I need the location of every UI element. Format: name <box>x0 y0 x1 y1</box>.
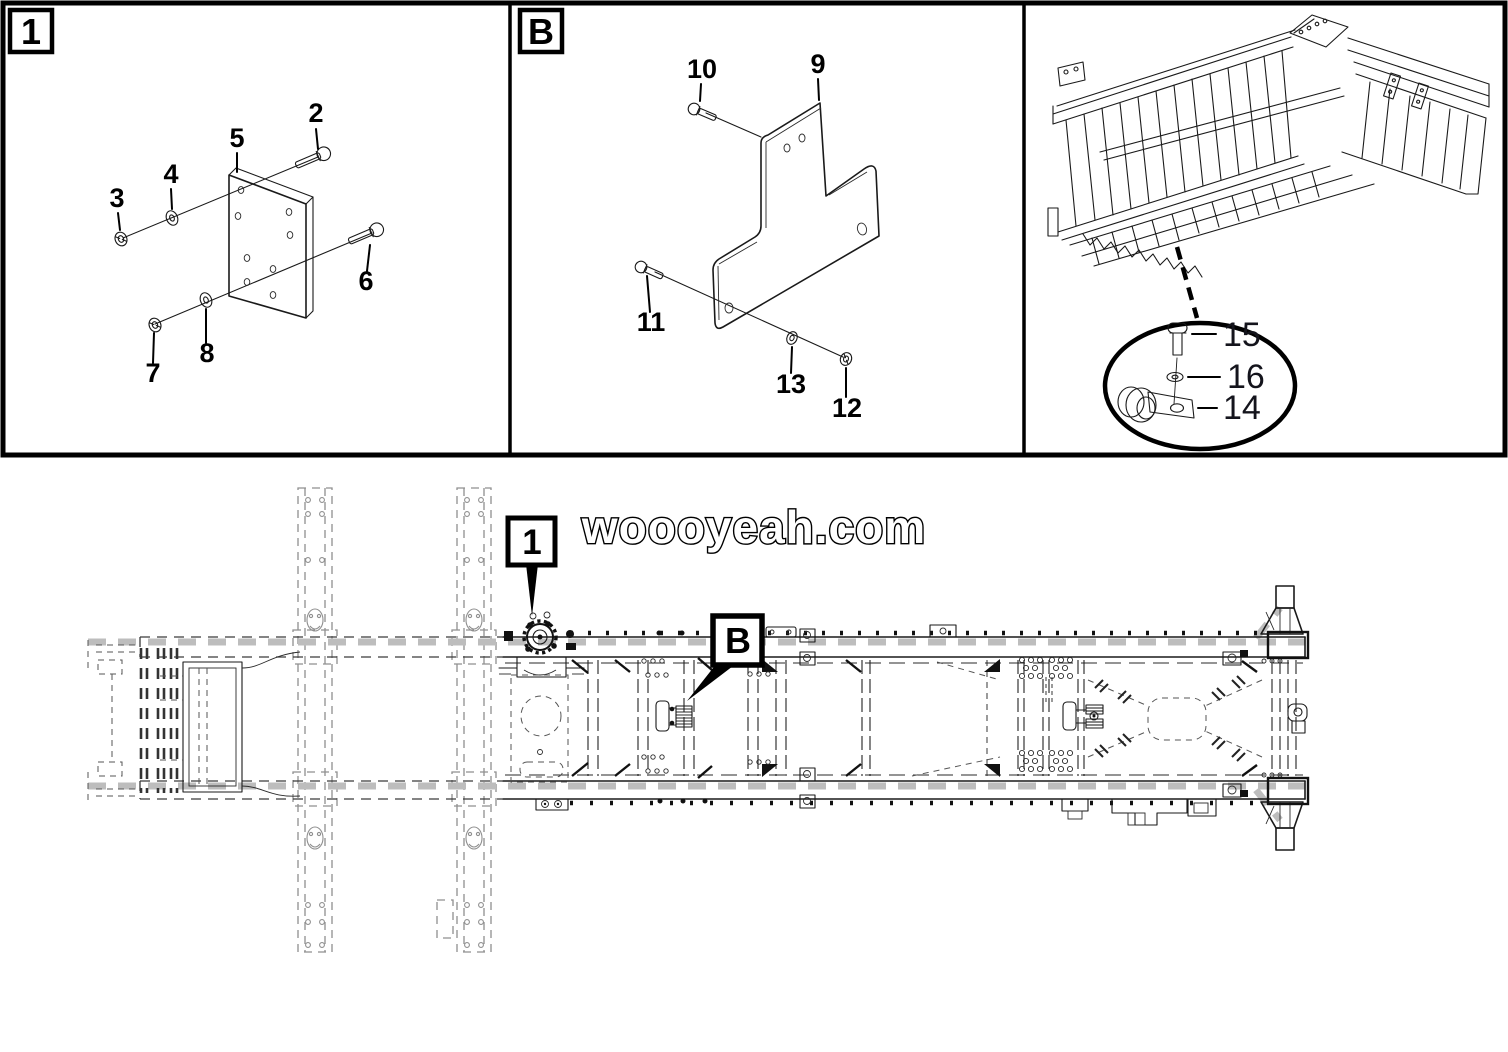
part-number: 16 <box>1227 358 1265 396</box>
panel-b-part-labels: 10 9 11 13 12 <box>637 49 862 423</box>
gear-icon <box>522 619 558 655</box>
rail-fittings <box>656 624 1242 809</box>
part-number: 3 <box>109 183 124 213</box>
part-number: 14 <box>1223 389 1261 427</box>
rivet-rows <box>641 658 1283 778</box>
front-end-phantom <box>87 640 301 800</box>
callout-b-box <box>710 613 765 668</box>
pump-assembly <box>498 611 585 678</box>
callout-1-box <box>505 515 558 568</box>
washer-icon <box>199 292 213 308</box>
bracket-diagram <box>712 102 880 330</box>
callout-b: B <box>687 613 765 701</box>
crossmembers <box>587 660 1297 776</box>
body-cross-beam <box>436 487 497 953</box>
gussets <box>571 657 1258 779</box>
part-number: 10 <box>687 54 717 84</box>
panel-b-label-box <box>517 7 565 55</box>
panel-1-label: 1 <box>21 11 41 52</box>
panel-1-label-box <box>7 7 55 55</box>
panel-1-part-labels: 2 5 4 3 6 8 7 <box>109 98 373 388</box>
panel-1-exploded-view: 1 <box>7 7 385 388</box>
part-number: 4 <box>163 159 178 189</box>
panel-b-exploded-view: B <box>517 7 880 423</box>
b-target-bracket <box>655 700 693 732</box>
bolt-icon <box>687 102 717 121</box>
part-number: 9 <box>810 49 825 79</box>
bolt-icon <box>347 222 385 245</box>
axis-line-lower <box>654 271 844 358</box>
washer-icon <box>165 210 179 226</box>
body-cross-beam <box>292 487 338 953</box>
part-number: 8 <box>199 338 214 368</box>
rear-x-bracing <box>911 661 1263 777</box>
axis-line-upper <box>122 156 319 239</box>
part-number: 2 <box>308 98 323 128</box>
top-strip-border <box>0 0 1508 458</box>
part-number: 12 <box>832 393 862 423</box>
dump-body-sketch <box>1047 14 1490 278</box>
bracket-holes <box>724 133 868 314</box>
part-number: 13 <box>776 369 806 399</box>
washer-icon <box>786 331 798 345</box>
bolt-icon <box>294 146 332 169</box>
mounting-plate-diagram <box>228 167 314 319</box>
callout-1-pointer <box>526 564 538 616</box>
part-number: 11 <box>637 307 666 337</box>
chassis-plan-view: woooyeah.com 1 B <box>87 487 1310 953</box>
body-rail-phantom <box>1253 787 1283 823</box>
part-number: 5 <box>229 123 244 153</box>
under-rail-brackets <box>535 798 1217 826</box>
body-rail-phantom <box>1253 605 1283 641</box>
axis-line-upper <box>705 112 762 138</box>
detail-circle <box>1102 320 1298 452</box>
callout-1: 1 <box>505 515 558 616</box>
callout-b-pointer <box>687 663 737 701</box>
axis-line-lower <box>154 232 373 325</box>
panel-b-label: B <box>528 11 554 52</box>
clamp-icon <box>1117 386 1195 423</box>
nut-icon <box>114 231 128 247</box>
right-t-bracket <box>1062 701 1104 731</box>
part-number: 7 <box>145 358 160 388</box>
rear-corner-posts <box>1240 585 1310 851</box>
detail-parts: 15 16 14 <box>1117 316 1265 427</box>
callout-1-label: 1 <box>522 523 541 562</box>
top-strip-frame <box>0 0 1508 458</box>
part-number: 6 <box>358 266 373 296</box>
nut-icon <box>148 317 162 333</box>
watermark-text: woooyeah.com <box>581 501 926 553</box>
part-number: 15 <box>1223 316 1261 354</box>
washer-icon <box>1166 371 1184 383</box>
detail-leader-line <box>1174 246 1200 319</box>
bolt-icon <box>634 260 664 280</box>
dump-body-panel: 15 16 14 <box>1047 14 1490 452</box>
plate-holes <box>234 186 294 299</box>
callout-b-label: B <box>725 620 751 661</box>
perforated-grids <box>1018 656 1074 773</box>
mid-frame-phantom <box>510 674 569 783</box>
